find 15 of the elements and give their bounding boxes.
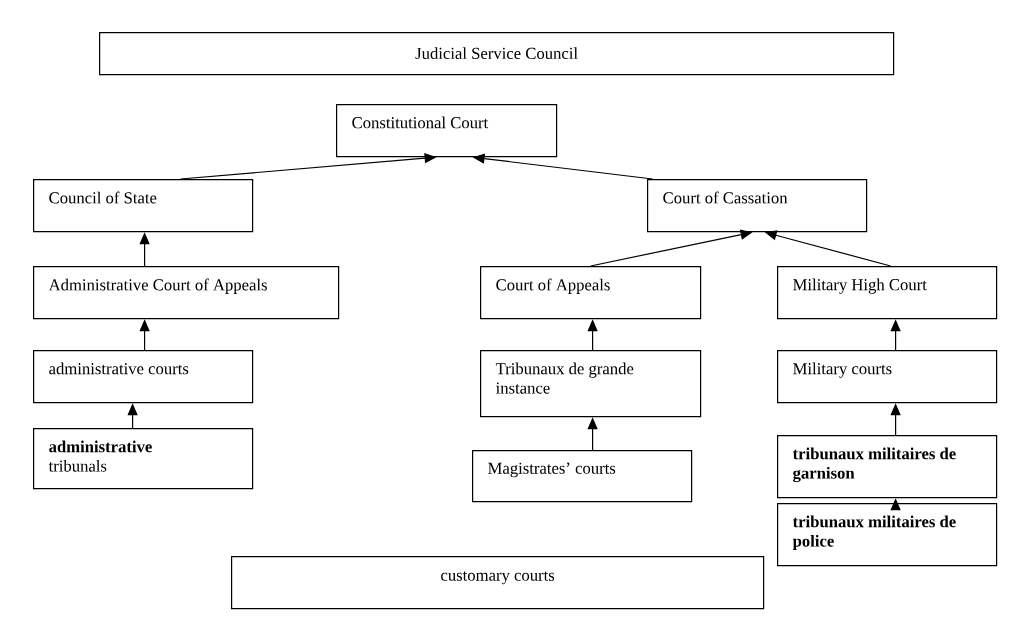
court-box: Magistrates’ courts	[472, 450, 693, 503]
court-box: Military High Court	[777, 266, 998, 320]
court-box: Court of Appeals	[480, 266, 702, 320]
court-box: tribunaux militaires de police	[777, 503, 998, 567]
court-box: administrative tribunals	[33, 428, 254, 490]
court-box: Tribunaux de grande instance	[480, 350, 702, 418]
court-box: Military courts	[777, 350, 998, 404]
court-box: Council of State	[33, 179, 254, 233]
court-box: tribunaux militaires de garnison	[777, 435, 998, 499]
court-box: Court of Cassation	[647, 179, 868, 233]
court-box: administrative courts	[33, 350, 254, 404]
court-box: Constitutional Court	[336, 104, 558, 158]
court-box: Judicial Service Council	[99, 32, 895, 76]
court-box: Administrative Court of Appeals	[33, 266, 340, 320]
court-box: customary courts	[231, 556, 765, 610]
